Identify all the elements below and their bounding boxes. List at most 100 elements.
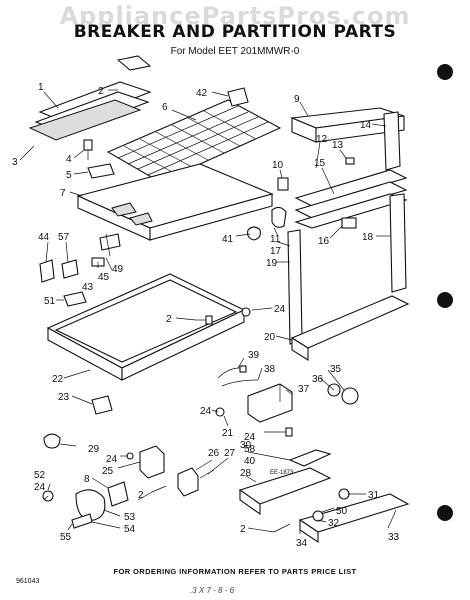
callout: 19 [266,258,278,269]
page-title: BREAKER AND PARTITION PARTS [73,22,397,42]
part-knob-31[interactable] [338,488,350,500]
part-cap-24b[interactable] [215,407,225,417]
callout: 24 [274,304,286,315]
callout: 40 [244,456,256,467]
part-cover-28[interactable] [238,467,332,516]
callout: 27 [224,448,236,459]
part-screw-2c[interactable] [151,485,167,493]
part-block-16[interactable] [341,217,357,229]
binder-hole-top [437,64,453,80]
callout: 43 [82,282,94,293]
model-subtitle: For Model EET 201MMWR-0 [170,46,300,57]
callout: 24 [200,406,212,417]
callout: 51 [44,296,56,307]
figure-reference: EE-1873 [270,470,294,476]
part-screws-58-40[interactable] [264,427,293,437]
ordering-note: FOR ORDERING INFORMATION REFER TO PARTS … [113,567,357,576]
part-bracket-54-55[interactable] [71,513,93,529]
callout: 49 [112,264,124,275]
callout-labels: 1 2 3 4 5 6 7 42 9 14 12 13 10 15 44 57 … [12,82,400,549]
part-screw-4[interactable] [83,139,93,160]
callout: 24 [244,432,256,443]
part-clip-13[interactable] [345,157,355,165]
callout: 26 [208,448,220,459]
part-block-5[interactable] [87,163,115,179]
part-housing-8[interactable] [107,481,129,507]
part-hinge-41[interactable] [247,226,261,241]
callout: 28 [240,468,252,479]
callout: 34 [296,538,308,549]
callout: 20 [264,332,276,343]
part-trim-strip-9[interactable] [289,107,405,143]
callout: 41 [222,234,234,245]
part-side-strip-18[interactable] [389,193,407,293]
part-bracket-10[interactable] [277,177,289,191]
callout: 2 [240,524,246,535]
part-clip-23[interactable] [91,395,113,415]
callout: 18 [362,232,374,243]
callout: 32 [328,518,340,529]
part-pad-49[interactable] [99,233,121,251]
callout: 36 [312,374,324,385]
callout: 15 [314,158,326,169]
part-bulb-35[interactable] [341,387,359,405]
callout: 10 [272,160,284,171]
callout: 57 [58,232,70,243]
callout: 31 [368,490,380,501]
part-side-strip-19[interactable] [287,229,303,345]
part-bracket-44[interactable] [39,259,55,283]
callout: 7 [60,188,66,199]
binder-hole-middle [437,292,453,308]
part-wire-38[interactable] [221,379,259,387]
part-fan-53[interactable] [75,489,106,521]
callout: 2 [166,314,172,325]
part-switch-26[interactable] [177,467,199,497]
part-bracket-57[interactable] [61,259,79,279]
callout: 44 [38,232,50,243]
part-breaker-strip[interactable] [28,55,152,141]
callout: 17 [270,246,282,257]
part-knob-32[interactable] [312,510,324,522]
part-clip-11[interactable] [271,206,287,228]
part-cap-24a[interactable] [241,307,251,317]
part-housing-37[interactable] [247,383,293,423]
document-code: 961043 [16,578,40,585]
part-screw-2b[interactable] [273,523,291,533]
callout: 24 [106,454,118,465]
callout: 9 [294,94,300,105]
callout: 25 [102,466,114,477]
part-pad-51[interactable] [63,291,87,307]
part-knob-29[interactable] [43,433,61,449]
part-freezer-shelf-6[interactable] [106,87,282,183]
part-side-strip-14[interactable] [383,111,401,171]
callout: 45 [98,272,110,283]
part-wire-39[interactable] [217,365,247,379]
callout: 38 [264,364,276,375]
part-control-25[interactable] [139,445,165,479]
callout: 58 [244,444,256,455]
leader-lines [19,89,397,534]
callout: 2 [98,86,104,97]
part-trim-strip-15[interactable] [294,169,408,229]
callout: 11 [270,234,281,245]
callout: 39 [248,350,260,361]
part-screw-2a[interactable] [196,315,213,325]
callout: 33 [388,532,400,543]
callout: 23 [58,392,70,403]
callout: 35 [330,364,342,375]
watermark: AppliancePartsPros.com [59,2,411,30]
callout: 24 [34,482,46,493]
callout: 42 [196,88,208,99]
part-bottom-strip-20[interactable] [290,295,410,361]
part-rail-30[interactable] [288,449,332,467]
callout: 12 [316,134,328,145]
callout: 1 [38,82,44,93]
callout: 55 [60,532,72,543]
callout: 53 [124,512,136,523]
callout: 2 [138,490,144,501]
callout: 30 [240,440,252,451]
part-divider-tray-22[interactable] [46,273,246,381]
callout: 29 [88,444,100,455]
part-partition-7[interactable] [76,163,274,241]
callout: 52 [34,470,46,481]
